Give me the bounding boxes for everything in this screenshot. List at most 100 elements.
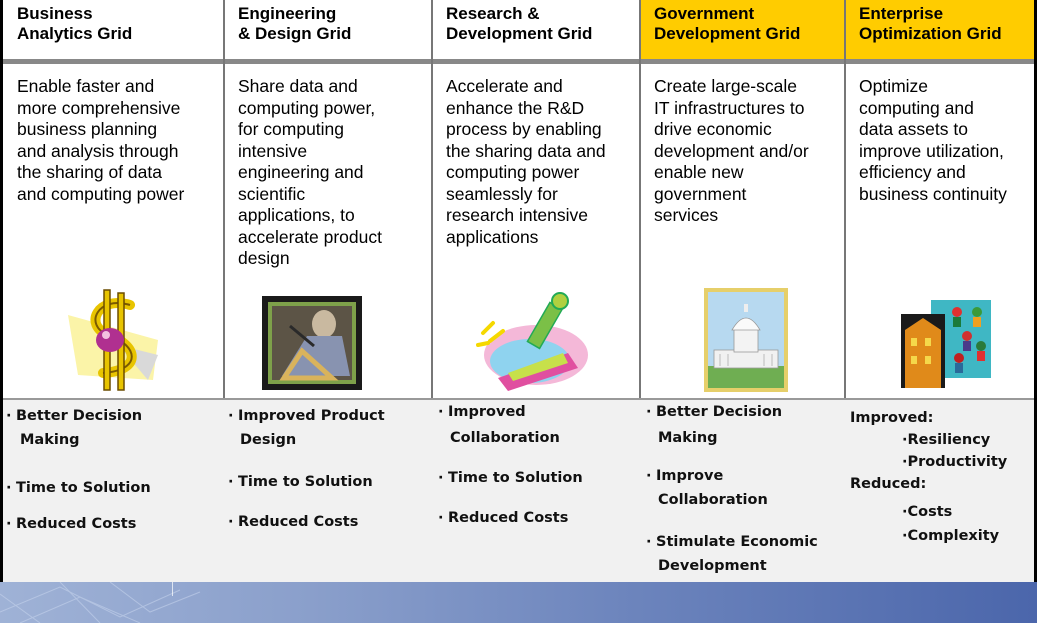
desc-line: more comprehensive xyxy=(17,97,181,118)
desc-line: process by enabling xyxy=(446,119,602,139)
header-line: Enterprise xyxy=(859,4,944,23)
benefit-item: ·Stimulate Economic xyxy=(646,534,818,550)
column-header: Research & Development Grid xyxy=(432,0,640,62)
column-divider xyxy=(223,0,225,400)
desc-line: applications xyxy=(446,226,539,247)
desc-line: and computing power xyxy=(17,183,185,204)
benefit-text: Better Decision xyxy=(16,408,143,424)
microscope-clipart-icon xyxy=(476,292,588,391)
bullet: · xyxy=(6,480,12,496)
benefit-item: ·Productivity xyxy=(902,454,1008,470)
benefit-item: ·Reduced Costs xyxy=(438,510,568,526)
benefit-item: Collaboration xyxy=(658,492,768,508)
bullet: · xyxy=(228,474,234,490)
desc-line: Enable faster and xyxy=(17,76,155,96)
desc-line: computing and xyxy=(859,97,974,118)
slide-border xyxy=(1034,0,1037,582)
benefit-item: Development xyxy=(658,558,767,574)
benefits-row: ·Better Decision Making ·Time to Solutio… xyxy=(0,400,1037,582)
desc-line: seamlessly for xyxy=(446,183,558,204)
section-divider xyxy=(0,398,1037,400)
column-header: Government Development Grid xyxy=(640,0,845,62)
desc-line: Create large-scale xyxy=(654,76,797,96)
desc-line: Optimize xyxy=(859,76,929,96)
benefit-item: Making xyxy=(20,432,80,448)
benefit-item: Collaboration xyxy=(450,430,560,446)
benefit-text: Development xyxy=(658,558,767,574)
column-engineering-design: Engineering & Design Grid Share data and… xyxy=(224,0,432,400)
desc-line: the sharing data and xyxy=(446,140,606,161)
benefit-text: Improved xyxy=(448,404,526,420)
desc-line: development and/or xyxy=(654,140,809,161)
column-description: Enable faster and more comprehensive bus… xyxy=(17,76,218,205)
bullet: · xyxy=(646,468,652,484)
desc-line: design xyxy=(238,248,290,268)
footer-tick xyxy=(172,582,173,596)
benefit-text: Reduced Costs xyxy=(16,516,137,532)
benefit-item: Making xyxy=(658,430,718,446)
header-line: Engineering xyxy=(238,4,337,23)
bullet: · xyxy=(646,534,652,550)
desc-line: Accelerate and xyxy=(446,76,563,96)
footer-band xyxy=(0,582,1037,623)
footer-pattern xyxy=(0,582,201,623)
desc-line: services xyxy=(654,205,719,225)
desc-line: business continuity xyxy=(859,183,1007,204)
header-line: Development Grid xyxy=(654,24,801,43)
desc-line: accelerate product xyxy=(238,226,382,247)
benefit-item: Design xyxy=(240,432,296,448)
benefit-item: ·Better Decision xyxy=(6,408,142,424)
enterprise-people-clipart-icon xyxy=(901,300,991,388)
desc-line: computing power, xyxy=(238,97,376,118)
benefit-text: Making xyxy=(658,430,718,446)
dollar-sign-clipart-icon xyxy=(68,289,158,391)
bullet: · xyxy=(438,404,444,420)
desc-line: enable new xyxy=(654,162,744,182)
desc-line: research intensive xyxy=(446,205,589,225)
slide-border xyxy=(0,0,3,582)
benefit-text: Better Decision xyxy=(656,404,783,420)
header-line: Optimization Grid xyxy=(859,24,1002,43)
column-header: Engineering & Design Grid xyxy=(224,0,432,62)
bullet: · xyxy=(228,408,234,424)
benefit-item: ·Better Decision xyxy=(646,404,782,420)
desc-line: improve utilization, xyxy=(859,140,1004,161)
header-line: Analytics Grid xyxy=(17,24,133,43)
desc-line: and analysis through xyxy=(17,140,179,161)
benefit-item: ·Resiliency xyxy=(902,432,991,448)
desc-line: computing power xyxy=(446,162,580,182)
benefit-item: ·Costs xyxy=(902,504,953,520)
benefit-item: ·Time to Solution xyxy=(228,474,373,490)
benefit-item: ·Improved Product xyxy=(228,408,385,424)
benefit-text: Stimulate Economic xyxy=(656,534,818,550)
column-header: Enterprise Optimization Grid xyxy=(845,0,1034,62)
benefit-item: ·Improved xyxy=(438,404,526,420)
column-description: Optimize computing and data assets to im… xyxy=(859,76,1028,205)
column-research-development: Research & Development Grid Accelerate a… xyxy=(432,0,640,400)
column-header: Business Analytics Grid xyxy=(3,0,224,62)
benefit-item: ·Improve xyxy=(646,468,723,484)
capitol-building-clipart-icon xyxy=(704,288,788,392)
benefit-item: ·Reduced Costs xyxy=(228,514,358,530)
desc-line: intensive xyxy=(238,140,308,161)
benefit-text: Collaboration xyxy=(450,430,560,446)
bullet: · xyxy=(646,404,652,420)
benefit-item: ·Time to Solution xyxy=(438,470,583,486)
desc-line: scientific xyxy=(238,183,306,204)
column-business-analytics: Business Analytics Grid Enable faster an… xyxy=(3,0,224,400)
header-line: Business xyxy=(17,4,93,23)
bullet: · xyxy=(438,510,444,526)
desc-line: for computing xyxy=(238,119,345,139)
bullet: · xyxy=(228,514,234,530)
column-divider xyxy=(844,0,846,400)
column-government-development: Government Development Grid Create large… xyxy=(640,0,845,400)
benefit-text: Collaboration xyxy=(658,492,768,508)
benefit-text: Time to Solution xyxy=(448,470,583,486)
desc-line: efficiency and xyxy=(859,162,966,182)
desc-line: applications, to xyxy=(238,205,355,225)
header-divider xyxy=(0,62,1037,64)
benefit-text: Making xyxy=(20,432,80,448)
desc-line: government xyxy=(654,183,747,204)
desc-line: the sharing of data xyxy=(17,162,162,182)
